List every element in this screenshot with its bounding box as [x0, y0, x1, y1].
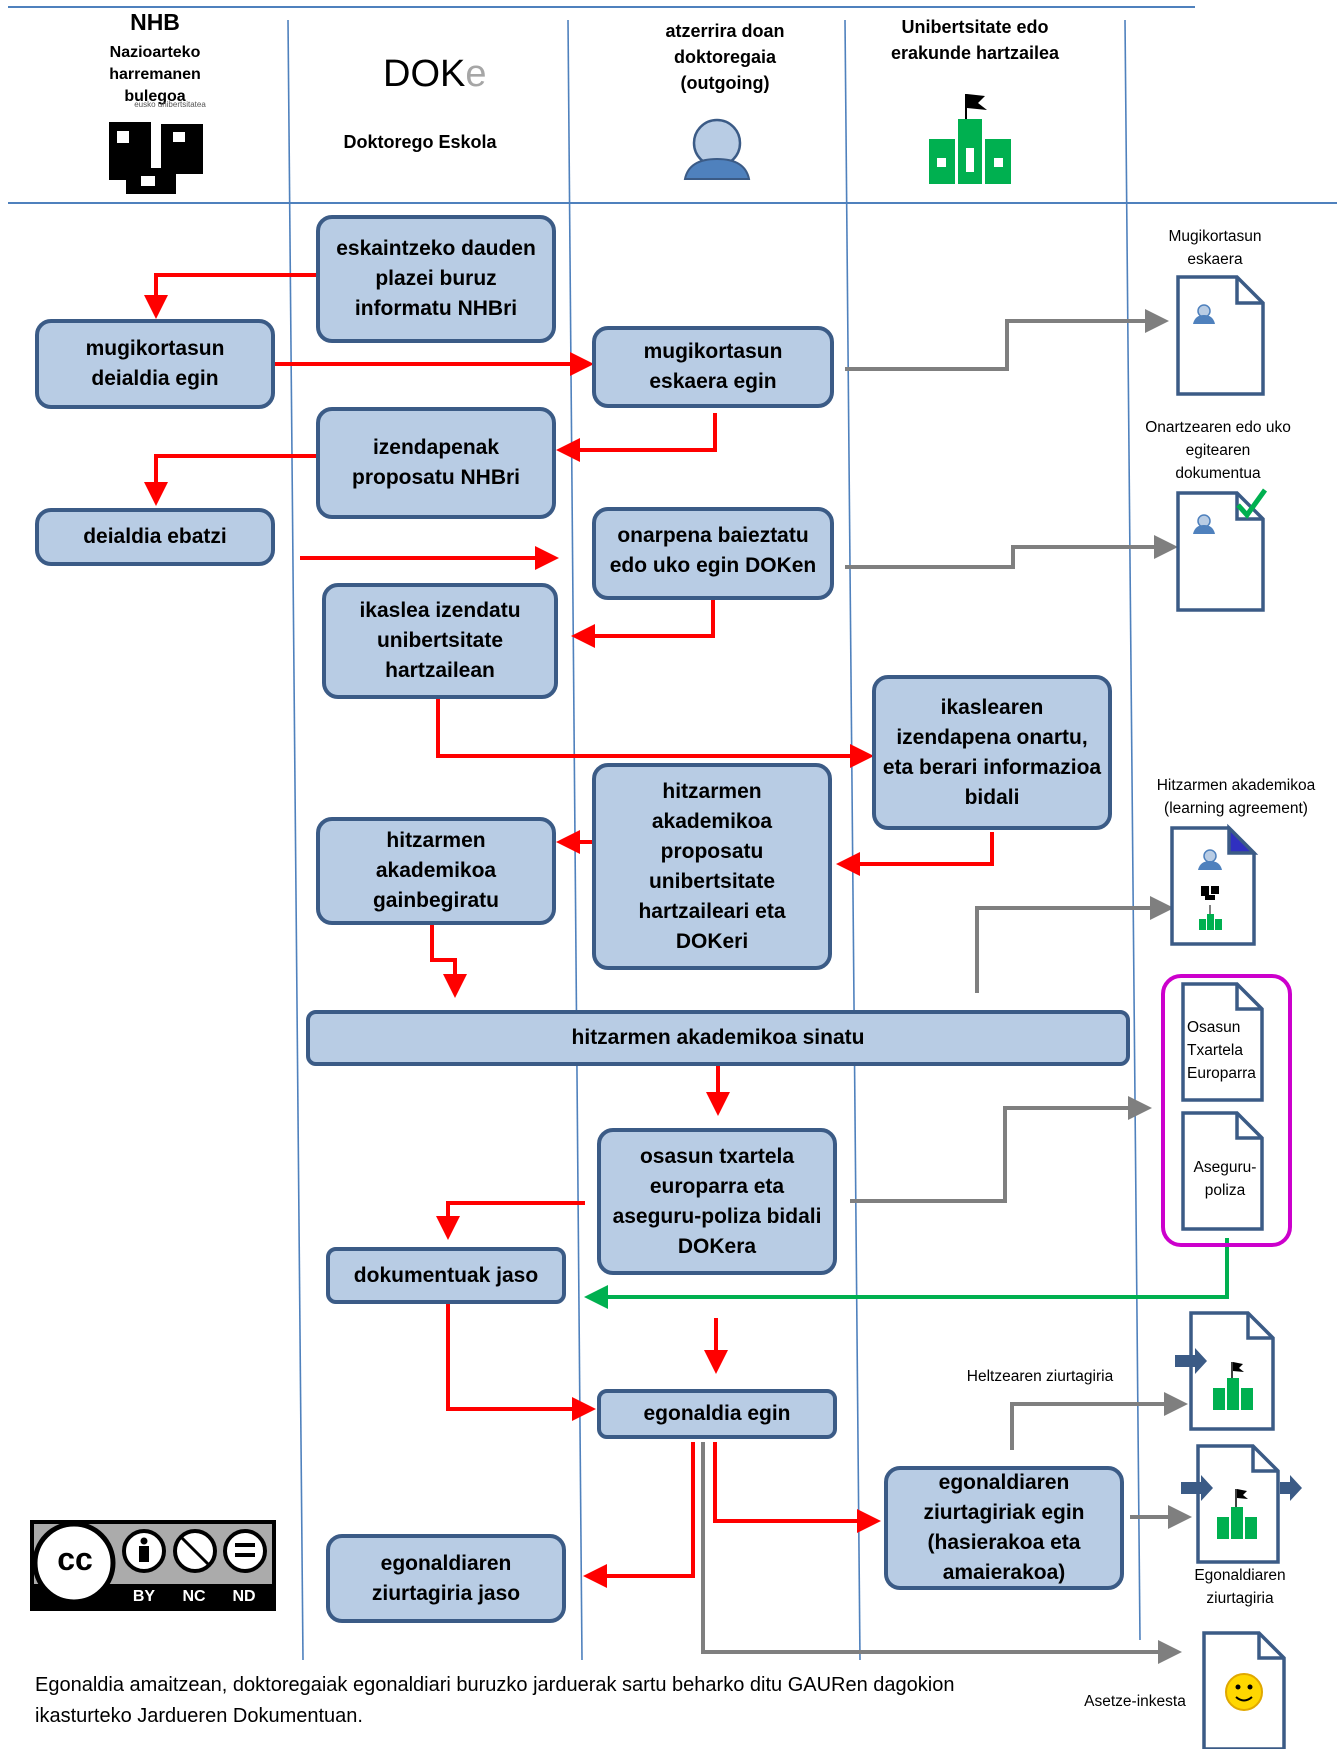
doc-label-health-card: Osasun Txartela Europarra: [1187, 1019, 1256, 1082]
arrow-s12-d45: [850, 1096, 1152, 1203]
document-icon-d8: [1202, 1631, 1286, 1749]
document-icon-d7: [1181, 1444, 1302, 1564]
step-sign-learning-agreement: hitzarmen akademikoa sinatu: [306, 1010, 1130, 1066]
lane-doke-subtitle: Doktorego Eskola: [343, 132, 497, 152]
arrow-s14-s15: [713, 1442, 881, 1533]
step-nominate-student: ikaslea izendatu unibertsitate hartzaile…: [322, 583, 558, 699]
step-send-health-card-insurance: osasun txartela europarra eta aseguru-po…: [597, 1128, 837, 1275]
document-icon-d5: [1181, 1111, 1264, 1231]
doke-logo-e: e: [465, 53, 487, 95]
arrow-s4-s5: [144, 454, 335, 506]
step-review-learning-agreement: hitzarmen akademikoa gainbegiratu: [316, 817, 556, 925]
arrow-s13-s14: [446, 1297, 596, 1421]
step-accept-nomination: ikaslearen izendapena onartu, eta berari…: [872, 675, 1112, 830]
step-inform-places: eskaintzeko dauden plazei buruz informat…: [316, 215, 556, 343]
arrow-s8-s9: [836, 832, 994, 876]
arrow-s11-d3: [975, 896, 1174, 993]
person-icon: [683, 118, 751, 180]
arrow-s10-s11: [430, 923, 467, 998]
cc-nc-label: NC: [182, 1588, 206, 1605]
doc-label-stay-certificate: Egonaldiaren ziurtagiria: [1194, 1567, 1286, 1607]
document-icon-d4: [1181, 982, 1264, 1102]
document-icon-d2: [1176, 488, 1268, 612]
arrow-s12-s13: [436, 1201, 585, 1240]
cc-license-badge: [30, 1520, 276, 1611]
doc-label-arrival-certificate: Heltzearen ziurtagiria: [966, 1368, 1114, 1385]
document-icon-d6: [1175, 1311, 1275, 1431]
document-icon-d1: [1176, 275, 1265, 396]
step-receive-certificate: egonaldiaren ziurtagiria jaso: [326, 1534, 566, 1623]
cc-nd-label: ND: [232, 1588, 256, 1605]
arrow-s6-d2: [845, 535, 1178, 569]
footer-note: Egonaldia amaitzean, doktoregaiak egonal…: [35, 1674, 955, 1727]
document-icon-d3: [1170, 823, 1259, 946]
doc-label-mobility-application: Mugikortasun eskaera: [1168, 228, 1262, 268]
nhb-logo-text: eusko unibertsitatea: [134, 100, 206, 109]
doc-label-acceptance-document: Onartzearen edo uko egitearen dokumentua: [1145, 419, 1291, 482]
doke-logo-main: DOK: [383, 53, 466, 95]
arrow-s14-d6: [1010, 1392, 1188, 1450]
arrow-s6-s7: [571, 590, 715, 648]
arrow-s1-s2: [144, 273, 316, 319]
step-resolve-call: deialdia ebatzi: [35, 508, 275, 566]
lane-outgoing-title: atzerrira doan doktoregaia (outgoing): [665, 21, 785, 93]
lane-nhb-subtitle: Nazioarteko harremanen bulegoa: [109, 44, 201, 105]
doke-logo: DOKe: [383, 52, 487, 96]
lane-divider-1: [287, 19, 304, 1661]
documents-group-frame: [1161, 974, 1292, 1247]
step-mobility-application: mugikortasun eskaera egin: [592, 326, 834, 408]
upv-ehu-logo: [109, 122, 203, 194]
arrow-s3-s4: [556, 413, 717, 462]
lane-host-title: Unibertsitate edo erakunde hartzailea: [890, 17, 1060, 63]
step-propose-nominations: izendapenak proposatu NHBri: [316, 407, 556, 519]
arrow-s14-d8: [701, 1442, 1182, 1664]
step-propose-learning-agreement: hitzarmen akademikoa proposatu unibertsi…: [592, 763, 832, 970]
step-issue-certificates: egonaldiaren ziurtagiriak egin (hasierak…: [884, 1466, 1124, 1590]
doc-label-learning-agreement: Hitzarmen akademikoa (learning agreement…: [1156, 777, 1316, 817]
step-stay: egonaldia egin: [597, 1389, 837, 1439]
cc-label: cc: [57, 1541, 93, 1577]
step-call-for-mobility: mugikortasun deialdia egin: [35, 319, 275, 409]
lane-divider-3: [844, 19, 861, 1661]
lane-divider-4: [1124, 19, 1141, 1641]
doc-label-satisfaction-survey: Asetze-inkesta: [1084, 1693, 1186, 1710]
lane-nhb-title: NHB: [130, 9, 180, 35]
arrow-docs-return: [584, 1238, 1229, 1309]
arrow-s3-d1: [845, 309, 1169, 371]
step-receive-documents: dokumentuak jaso: [326, 1247, 566, 1304]
step-confirm-or-reject: onarpena baieztatu edo uko egin DOKen: [592, 507, 834, 600]
cc-by-label: BY: [132, 1588, 156, 1605]
doc-label-insurance: Aseguru-poliza: [1193, 1159, 1257, 1199]
arrow-s14-s16: [583, 1442, 695, 1588]
arrow-s7-s8: [436, 694, 874, 768]
host-building-icon: [929, 94, 1011, 184]
